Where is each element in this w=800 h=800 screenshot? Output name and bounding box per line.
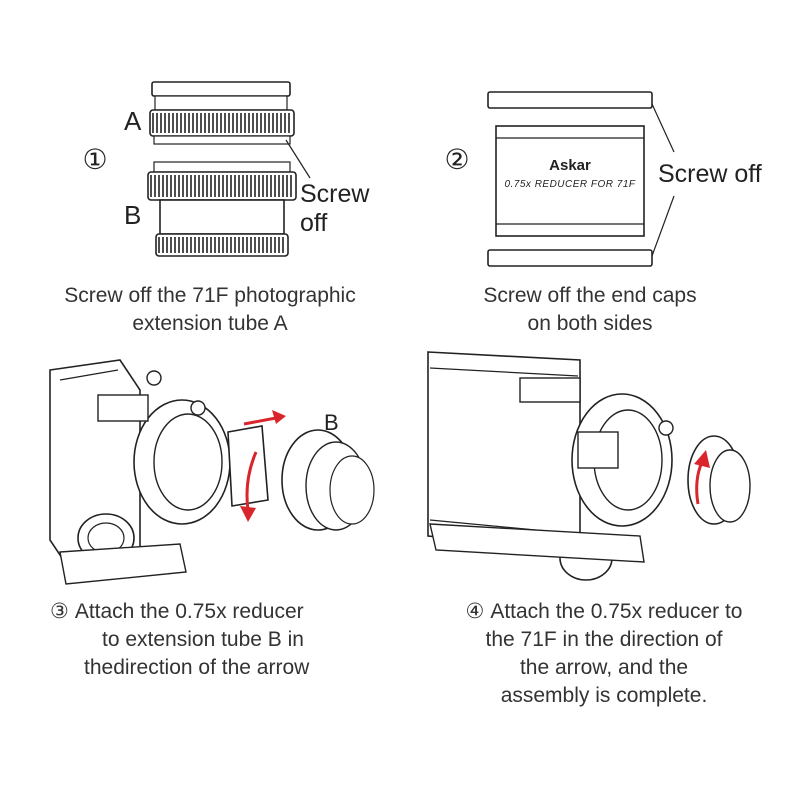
tube-a-label: A — [124, 106, 142, 136]
step-4-caption-line-1-text: Attach the 0.75x reducer to — [490, 600, 743, 623]
assembled-telescope-illustration — [427, 351, 751, 581]
tube-b-knurl-ring — [147, 171, 297, 201]
step-2-number: ② — [444, 144, 470, 175]
reducer-brand-label: Askar — [549, 157, 591, 174]
step-1-caption-line-2: extension tube A — [132, 312, 288, 335]
step-3-tube-b-label: B — [324, 410, 339, 435]
attach-arrow-rotation — [240, 451, 258, 522]
step-2-action-label: Screw off — [658, 160, 762, 188]
extension-tube-illustration — [147, 81, 311, 257]
step-2-caption: Screw off the end caps on both sides — [410, 282, 770, 338]
step-3-number: ③ — [50, 600, 69, 623]
step-1-number: ① — [82, 144, 108, 175]
reducer-illustration — [487, 91, 675, 267]
dovetail-rail — [59, 543, 187, 585]
tube-b-thread-ring — [155, 233, 289, 257]
attach-arrow-top — [243, 410, 286, 426]
step-2: ② Askar 0.75x REDUCER FOR 71F Screw off … — [400, 0, 800, 340]
dovetail-rail — [429, 523, 645, 563]
step-4-caption-line-2: the 71F in the direction of — [485, 628, 723, 651]
tube-b-label: B — [124, 200, 142, 230]
step-1: ① — [0, 0, 400, 340]
bottom-end-cap — [487, 249, 653, 267]
top-end-cap — [487, 91, 653, 109]
step-4-caption-line-3: the arrow, and the — [519, 656, 689, 679]
reducer-body — [495, 125, 645, 237]
telescope-with-reducer-illustration — [49, 359, 375, 585]
step-4-number: ④ — [465, 600, 485, 623]
step-2-caption-line-1: Screw off the end caps — [483, 284, 697, 307]
attach-arrow-rotation — [694, 450, 710, 505]
step-2-caption-line-2: on both sides — [527, 312, 653, 335]
step-4-caption-line-4: assembly is complete. — [500, 684, 708, 707]
reducer-model-label: 0.75x REDUCER FOR 71F — [504, 179, 636, 190]
step-1-caption: Screw off the 71F photographic extension… — [20, 282, 400, 338]
step-3-caption-line-1-text: Attach the 0.75x reducer — [74, 600, 304, 623]
tube-b-body — [159, 199, 285, 235]
tube-a-cap — [151, 81, 291, 97]
reducer-body — [227, 425, 269, 507]
screw-off-pointer-top — [651, 103, 675, 153]
step-3-caption-line-3: thedirection of the arrow — [84, 656, 310, 679]
step-3-caption-line-2: to extension tube B in — [102, 628, 304, 651]
tube-a-knurl-ring — [149, 109, 295, 137]
step-1-caption-line-1: Screw off the 71F photographic — [64, 284, 356, 307]
screw-off-pointer-bottom — [651, 195, 675, 257]
screw-off-pointer — [285, 139, 311, 179]
step-1-action-label: Screw off — [300, 180, 370, 237]
